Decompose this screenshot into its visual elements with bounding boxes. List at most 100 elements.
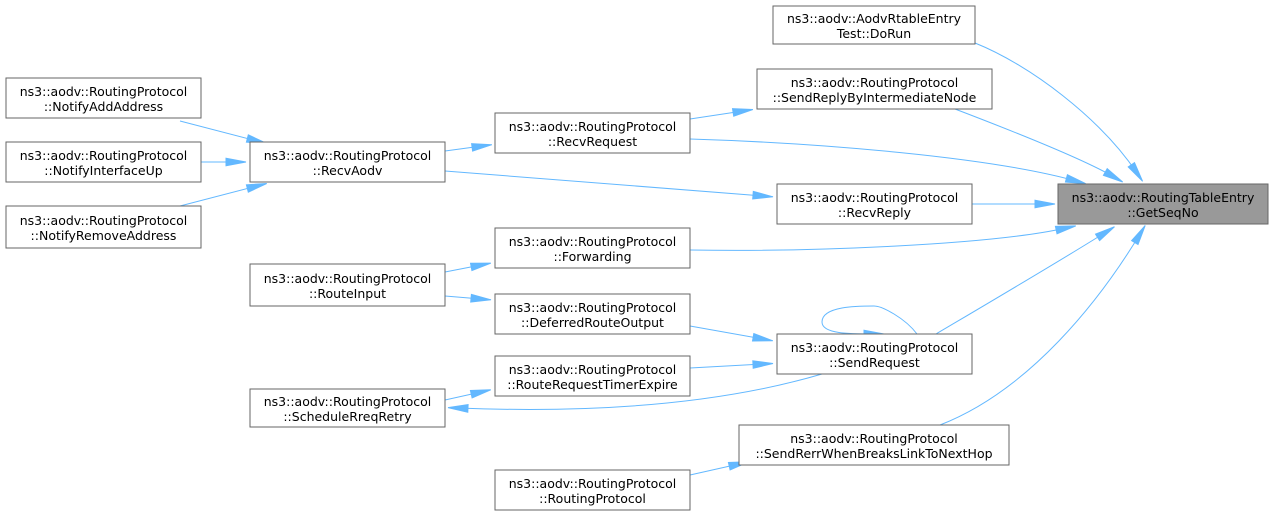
edge-sendreplyint-to-getseqno — [954, 108, 1124, 183]
node-label-line-2: ::ScheduleRreqRetry — [283, 409, 412, 424]
node-sendrequest[interactable]: ns3::aodv::RoutingProtocol::SendRequest — [776, 333, 973, 375]
node-label-line-2: ::SendRerrWhenBreaksLinkToNextHop — [755, 446, 992, 461]
edge-sendrequest-to-getseqno — [935, 226, 1115, 335]
node-label-line-1: ns3::aodv::RoutingProtocol — [264, 271, 432, 286]
arrowhead — [752, 190, 774, 200]
edge-recvrequest-to-sendreplyint — [689, 108, 754, 120]
node-box — [776, 333, 973, 375]
node-notifyremove[interactable]: ns3::aodv::RoutingProtocol::NotifyRemove… — [5, 205, 202, 249]
edge-sendrequest-to-sendrequest — [821, 305, 918, 339]
node-label-line-2: ::RouteRequestTimerExpire — [507, 377, 678, 392]
node-box — [1057, 183, 1269, 225]
edge-routeinput-to-deferred — [444, 293, 492, 303]
node-label-line-1: ns3::aodv::RoutingProtocol — [791, 340, 959, 355]
node-label-line-2: ::DeferredRouteOutput — [521, 315, 664, 330]
node-label-line-1: ns3::aodv::RoutingProtocol — [509, 234, 677, 249]
arrowhead — [225, 157, 247, 167]
node-recvrequest[interactable]: ns3::aodv::RoutingProtocol::RecvRequest — [494, 112, 691, 154]
node-box — [494, 293, 691, 335]
node-label-line-1: ns3::aodv::RoutingProtocol — [20, 213, 188, 228]
node-label-line-1: ns3::aodv::RoutingProtocol — [509, 362, 677, 377]
node-rpctor[interactable]: ns3::aodv::RoutingProtocol::RoutingProto… — [494, 469, 691, 511]
edge-rrtimer-to-sendrequest — [689, 360, 774, 369]
node-label-line-1: ns3::aodv::RoutingProtocol — [790, 431, 958, 446]
node-recvaodv[interactable]: ns3::aodv::RoutingProtocol::RecvAodv — [249, 141, 446, 183]
edge-line — [689, 363, 764, 369]
arrowhead — [471, 143, 493, 152]
node-label-line-1: ns3::aodv::RoutingProtocol — [264, 148, 432, 163]
arrowhead — [1102, 167, 1124, 183]
node-label-line-2: ::NotifyInterfaceUp — [44, 163, 162, 178]
edge-line — [689, 138, 1077, 182]
node-label-line-2: Test::DoRun — [836, 26, 911, 41]
node-label-line-1: ns3::aodv::RoutingTableEntry — [1072, 190, 1255, 205]
node-box — [249, 263, 446, 307]
edge-deferred-to-sendrequest — [689, 325, 773, 342]
edge-schedretry-to-rrtimer — [444, 389, 491, 401]
node-getseqno[interactable]: ns3::aodv::RoutingTableEntry::GetSeqNo — [1057, 183, 1269, 225]
node-box — [738, 424, 1010, 466]
node-box — [772, 5, 976, 45]
node-sendrerr[interactable]: ns3::aodv::RoutingProtocol::SendRerrWhen… — [738, 424, 1010, 466]
node-sendreplyint[interactable]: ns3::aodv::RoutingProtocol::SendReplyByI… — [756, 68, 993, 110]
arrowhead — [1130, 225, 1146, 246]
edge-routeinput-to-forwarding — [444, 262, 491, 273]
edge-recvaodv-to-recvrequest — [444, 143, 493, 152]
arrowhead — [1054, 225, 1076, 235]
node-rrtimer[interactable]: ns3::aodv::RoutingProtocol::RouteRequest… — [494, 355, 691, 397]
node-label-line-2: ::RouteInput — [309, 286, 386, 301]
node-box — [494, 355, 691, 397]
node-label-line-2: ::NotifyRemoveAddress — [31, 228, 177, 243]
node-label-line-2: ::GetSeqNo — [1127, 205, 1198, 220]
node-label-line-1: ns3::aodv::RoutingProtocol — [509, 119, 677, 134]
arrowhead — [470, 293, 492, 303]
node-box — [5, 205, 202, 249]
arrowhead — [469, 262, 491, 272]
node-schedretry[interactable]: ns3::aodv::RoutingProtocol::ScheduleRreq… — [249, 388, 446, 428]
edges-layer — [179, 42, 1146, 476]
node-notifyup[interactable]: ns3::aodv::RoutingProtocol::NotifyInterf… — [5, 141, 202, 183]
node-box — [494, 227, 691, 269]
node-routeinput[interactable]: ns3::aodv::RoutingProtocol::RouteInput — [249, 263, 446, 307]
edge-line — [954, 108, 1115, 178]
node-box — [5, 77, 202, 119]
arrowhead — [752, 360, 774, 369]
node-label-line-2: ::SendRequest — [829, 355, 920, 370]
edge-line — [689, 325, 764, 340]
edge-line — [179, 185, 258, 207]
node-box — [494, 112, 691, 154]
arrowhead — [731, 108, 754, 117]
edge-line — [821, 305, 918, 335]
node-box — [249, 141, 446, 183]
arrowhead — [245, 183, 267, 193]
edge-line — [974, 42, 1138, 174]
edge-line — [457, 373, 823, 410]
edge-sendrerr-to-getseqno — [939, 225, 1146, 426]
node-recvreply[interactable]: ns3::aodv::RoutingProtocol::RecvReply — [776, 183, 973, 225]
edge-notifyup-to-recvaodv — [201, 157, 247, 167]
node-box — [756, 68, 993, 110]
node-label-line-1: ns3::aodv::RoutingProtocol — [264, 394, 432, 409]
arrowhead — [469, 389, 491, 399]
node-notifyadd[interactable]: ns3::aodv::RoutingProtocol::NotifyAddAdd… — [5, 77, 202, 119]
edge-recvreply-to-getseqno — [972, 199, 1056, 209]
node-label-line-1: ns3::aodv::RoutingProtocol — [20, 148, 188, 163]
node-label-line-1: ns3::aodv::AodvRtableEntry — [787, 11, 962, 26]
edge-dorun-to-getseqno — [974, 42, 1144, 182]
edge-line — [689, 227, 1067, 251]
node-label-line-1: ns3::aodv::RoutingProtocol — [791, 75, 959, 90]
node-label-line-2: ::SendReplyByIntermediateNode — [773, 90, 977, 105]
edge-line — [935, 231, 1107, 335]
edge-notifyremove-to-recvaodv — [179, 183, 267, 207]
node-deferred[interactable]: ns3::aodv::RoutingProtocol::DeferredRout… — [494, 293, 691, 335]
arrowhead — [751, 332, 773, 342]
edge-forwarding-to-getseqno — [689, 225, 1076, 251]
arrowhead — [1034, 199, 1056, 209]
node-box — [776, 183, 973, 225]
node-forwarding[interactable]: ns3::aodv::RoutingProtocol::Forwarding — [494, 227, 691, 269]
node-box — [5, 141, 202, 183]
node-label-line-2: ::Forwarding — [553, 249, 631, 264]
edge-recvrequest-to-getseqno — [689, 138, 1086, 185]
